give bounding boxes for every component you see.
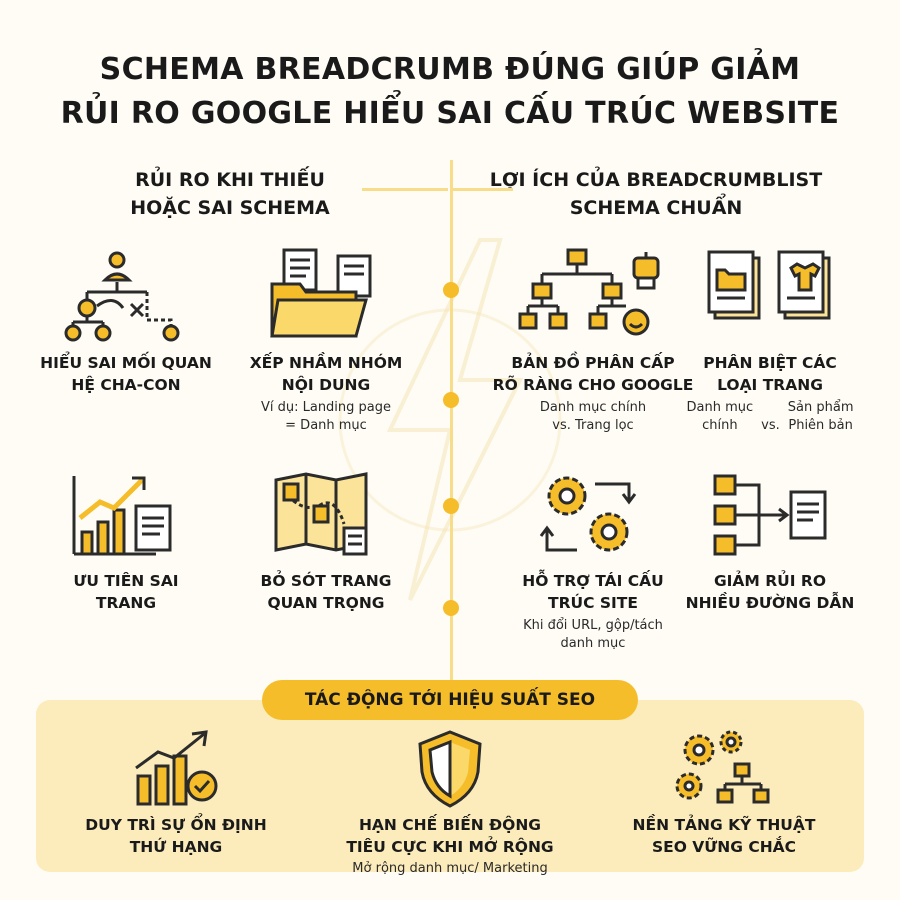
center-divider bbox=[450, 160, 453, 700]
impact-label: DUY TRÌ SỰ ỔN ĐỊNH THỨ HẠNG bbox=[85, 816, 267, 856]
seo-impact-heading: TÁC ĐỘNG TỚI HIỆU SUẤT SEO bbox=[262, 680, 638, 720]
shield-icon bbox=[418, 730, 482, 808]
divider-dot bbox=[443, 392, 459, 408]
risk-label: ƯU TIÊN SAI TRANG bbox=[73, 572, 179, 612]
risk-item-priority: ƯU TIÊN SAI TRANG bbox=[26, 470, 226, 614]
sitemap-robot-icon bbox=[518, 248, 660, 336]
map-pages-icon bbox=[274, 472, 368, 556]
benefit-sub: Danh mục chính vs. Trang lọc bbox=[539, 400, 647, 433]
impact-sub: Mở rộng danh mục/ Marketing bbox=[352, 861, 548, 876]
page-title: SCHEMA BREADCRUMB ĐÚNG GIÚP GIẢM RỦI RO … bbox=[0, 48, 900, 136]
divider-dot bbox=[443, 600, 459, 616]
divider-dot bbox=[443, 282, 459, 298]
hierarchy-error-icon bbox=[64, 251, 180, 342]
divider-left-stub bbox=[362, 188, 448, 191]
divider-dot bbox=[443, 498, 459, 514]
impact-item-ranking: DUY TRÌ SỰ ỔN ĐỊNH THỨ HẠNG bbox=[46, 728, 306, 858]
gears-network-icon bbox=[675, 730, 770, 804]
growth-check-icon bbox=[135, 730, 218, 806]
benefit-label: PHÂN BIỆT CÁC LOẠI TRANG bbox=[703, 354, 837, 394]
benefit-item-hierarchy-map: BẢN ĐỒ PHÂN CẤP RÕ RÀNG CHO GOOGLE Danh … bbox=[488, 246, 698, 435]
risk-item-hierarchy: HIỂU SAI MỐI QUAN HỆ CHA-CON bbox=[26, 246, 226, 396]
benefit-item-page-types: PHÂN BIỆT CÁC LOẠI TRANG Danh mục chính … bbox=[670, 246, 870, 435]
benefit-label: BẢN ĐỒ PHÂN CẤP RÕ RÀNG CHO GOOGLE bbox=[492, 354, 694, 394]
paths-merge-icon bbox=[713, 474, 827, 556]
risk-item-grouping: XẾP NHẦM NHÓM NỘI DUNG Ví dụ: Landing pa… bbox=[226, 246, 426, 435]
page-types-icon bbox=[707, 250, 831, 320]
benefit-sub: Danh mục chính vs. Sản phẩm Phiên bản bbox=[686, 400, 854, 433]
impact-item-foundation: NỀN TẢNG KỸ THUẬT SEO VỮNG CHẮC bbox=[594, 728, 854, 858]
left-column-heading: RỦI RO KHI THIẾU HOẶC SAI SCHEMA bbox=[130, 169, 330, 219]
risk-item-missed-pages: BỎ SÓT TRANG QUAN TRỌNG bbox=[226, 470, 426, 614]
impact-item-expansion: HẠN CHẾ BIẾN ĐỘNG TIÊU CỰC KHI MỞ RỘNG M… bbox=[320, 728, 580, 878]
risk-label: BỎ SÓT TRANG QUAN TRỌNG bbox=[260, 572, 392, 612]
right-column-heading: LỢI ÍCH CỦA BREADCRUMBLIST SCHEMA CHUẨN bbox=[489, 169, 823, 219]
risk-label: XẾP NHẦM NHÓM NỘI DUNG bbox=[249, 354, 403, 394]
impact-label: HẠN CHẾ BIẾN ĐỘNG TIÊU CỰC KHI MỞ RỘNG bbox=[346, 816, 554, 856]
benefit-item-restructure: HỖ TRỢ TÁI CẤU TRÚC SITE Khi đổi URL, gộ… bbox=[488, 470, 698, 653]
title-line-2: RỦI RO GOOGLE HIỂU SAI CẤU TRÚC WEBSITE bbox=[60, 96, 840, 131]
chart-document-icon bbox=[72, 476, 172, 556]
benefit-label: HỖ TRỢ TÁI CẤU TRÚC SITE bbox=[522, 572, 664, 612]
folder-documents-icon bbox=[270, 248, 372, 338]
benefit-label: GIẢM RỦI RO NHIỀU ĐƯỜNG DẪN bbox=[685, 572, 855, 612]
risk-sub: Ví dụ: Landing page = Danh mục bbox=[260, 400, 392, 433]
benefit-item-multi-path: GIẢM RỦI RO NHIỀU ĐƯỜNG DẪN bbox=[670, 470, 870, 614]
impact-label: NỀN TẢNG KỸ THUẬT SEO VỮNG CHẮC bbox=[632, 816, 816, 856]
benefit-sub: Khi đổi URL, gộp/tách danh mục bbox=[523, 618, 663, 651]
gears-cycle-icon bbox=[539, 476, 637, 552]
title-line-1: SCHEMA BREADCRUMB ĐÚNG GIÚP GIẢM bbox=[99, 52, 801, 87]
divider-right-stub bbox=[453, 188, 513, 191]
risk-label: HIỂU SAI MỐI QUAN HỆ CHA-CON bbox=[40, 354, 212, 394]
